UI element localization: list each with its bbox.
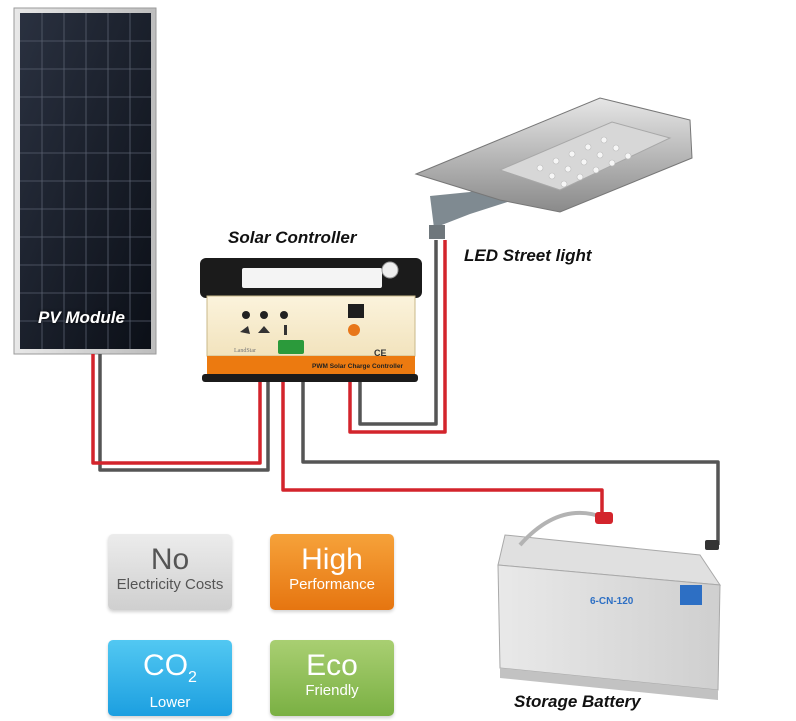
controller-panel-text: PWM Solar Charge Controller	[312, 363, 403, 370]
tile-title: CO2	[108, 640, 232, 694]
tile-title: Eco	[306, 649, 358, 682]
tile-high-performance: High Performance	[270, 534, 394, 610]
led-street-light-label: LED Street light	[464, 246, 592, 265]
tile-eco-friendly: Eco Friendly	[270, 640, 394, 716]
controller-brand: LandStar	[234, 348, 256, 354]
tile-co2-lower: CO2 Lower	[108, 640, 232, 716]
led-street-light	[414, 97, 693, 239]
tile-title: High	[301, 543, 363, 576]
tile-subtitle: Friendly	[305, 682, 359, 699]
tile-subtitle: Lower	[149, 694, 191, 711]
ce-mark: CE	[374, 348, 387, 358]
tile-title: No	[150, 543, 190, 576]
lamp-wires	[348, 240, 447, 434]
battery-wires	[281, 378, 720, 545]
co2-subscript: 2	[188, 669, 197, 686]
solar-controller-label: Solar Controller	[228, 228, 357, 247]
tile-subtitle: Performance	[289, 576, 375, 593]
tile-subtitle: Electricity Costs	[116, 576, 224, 593]
pv-module	[13, 7, 157, 355]
solar-controller: CE LandStar PWM Solar Charge Controller	[200, 258, 422, 382]
co2-text: CO	[143, 649, 189, 682]
pv-wires	[91, 354, 270, 472]
storage-battery: 6-CN-120	[497, 510, 721, 700]
storage-battery-label: Storage Battery	[514, 692, 641, 711]
pv-module-label: PV Module	[38, 308, 125, 327]
tile-no-electricity-costs: No Electricity Costs	[108, 534, 232, 610]
battery-model: 6-CN-120	[590, 596, 634, 607]
